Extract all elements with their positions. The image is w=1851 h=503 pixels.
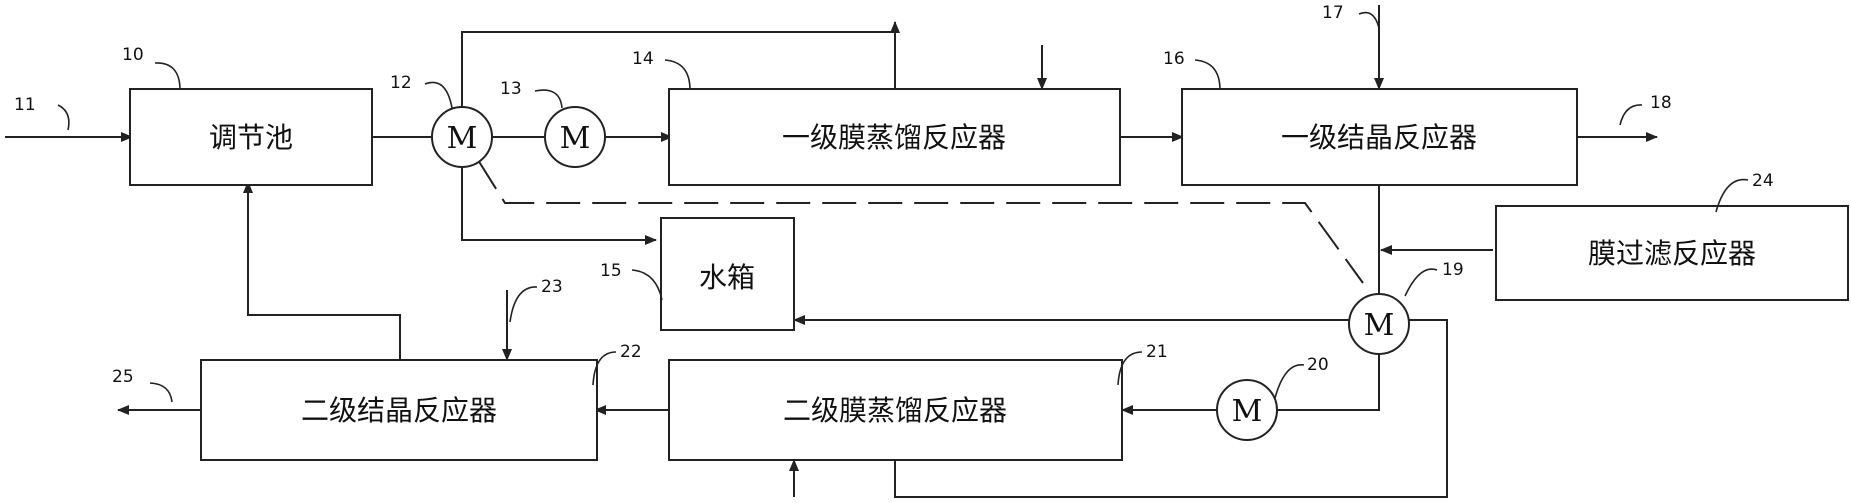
motor-12-symbol: M — [447, 121, 478, 156]
block-cr1: 一级结晶反应器 — [1181, 88, 1578, 186]
motor-13-symbol: M — [560, 121, 591, 156]
block-shuixiang-label: 水箱 — [699, 261, 755, 294]
ref-14: 14 — [632, 49, 654, 69]
block-mdr2-label: 二级膜蒸馏反应器 — [783, 394, 1007, 427]
ref-24: 24 — [1752, 171, 1774, 191]
block-tiaojiechi-label: 调节池 — [209, 121, 293, 154]
motor-13: M — [544, 106, 606, 168]
flow-lines — [5, 5, 1658, 498]
motor-12: M — [431, 106, 493, 168]
ref-22: 22 — [620, 342, 642, 362]
ref-16: 16 — [1163, 49, 1185, 69]
ref-18: 18 — [1650, 93, 1672, 113]
block-mdr1-label: 一级膜蒸馏反应器 — [782, 121, 1006, 154]
motor-19-symbol: M — [1364, 308, 1395, 343]
block-cr2-label: 二级结晶反应器 — [301, 394, 497, 427]
ref-11: 11 — [14, 95, 36, 115]
block-mfr-label: 膜过滤反应器 — [1588, 237, 1756, 270]
block-mdr1: 一级膜蒸馏反应器 — [668, 88, 1121, 186]
block-tiaojiechi: 调节池 — [129, 88, 373, 186]
cr2-to-pool-return-line — [243, 181, 401, 360]
dashed-control-line — [477, 159, 1364, 284]
motor-20: M — [1216, 379, 1278, 441]
motor19-loop-line — [894, 319, 1448, 498]
ref-20: 20 — [1307, 355, 1329, 375]
ref-12: 12 — [390, 73, 412, 93]
block-shuixiang: 水箱 — [660, 217, 795, 331]
motor-19: M — [1348, 293, 1410, 355]
motor12-to-watertank-line — [461, 167, 657, 245]
block-cr2: 二级结晶反应器 — [200, 359, 598, 461]
ref-21: 21 — [1146, 342, 1168, 362]
block-cr1-label: 一级结晶反应器 — [1281, 121, 1477, 154]
ref-25: 25 — [112, 367, 134, 387]
motor19-to-motor20-line — [1277, 354, 1380, 411]
ref-19: 19 — [1442, 260, 1464, 280]
block-mfr: 膜过滤反应器 — [1495, 205, 1849, 301]
ref-23: 23 — [541, 277, 563, 297]
ref-15: 15 — [600, 261, 622, 281]
motor-20-symbol: M — [1232, 394, 1263, 429]
ref-17: 17 — [1322, 3, 1344, 23]
reference-numerals: 11 10 12 13 14 15 16 17 18 19 20 21 22 2… — [14, 3, 1774, 403]
block-mdr2: 二级膜蒸馏反应器 — [668, 359, 1123, 461]
ref-10: 10 — [122, 45, 144, 65]
ref-13: 13 — [500, 79, 522, 99]
